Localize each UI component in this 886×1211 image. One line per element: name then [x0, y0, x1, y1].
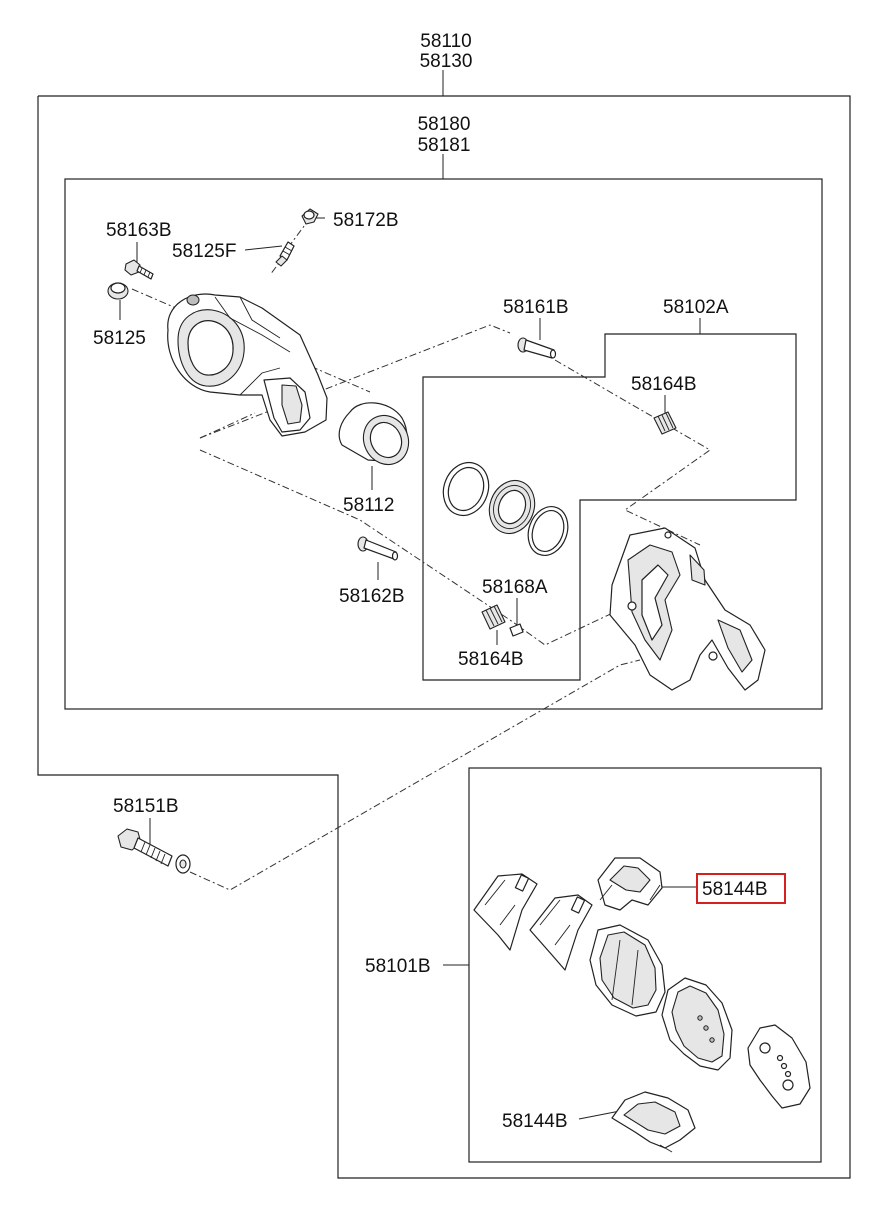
bolt-58163B-part — [124, 259, 154, 280]
cap-58125-part — [107, 282, 129, 300]
guide-pin-58162B-part — [357, 536, 399, 561]
bleeder-58125F-part — [275, 241, 295, 267]
label-58172B: 58172B — [333, 210, 399, 231]
main-assembly-frame — [37, 95, 851, 1179]
highlight-box-58144B — [696, 873, 786, 904]
label-58151B: 58151B — [113, 796, 179, 817]
label-58163B: 58163B — [106, 220, 172, 241]
label-58101B: 58101B — [365, 956, 431, 977]
brake-pad-outer-part — [661, 977, 733, 1071]
cap-58172B-part — [301, 208, 319, 225]
label-58125: 58125 — [93, 328, 146, 349]
bolt-58151B-part — [117, 828, 191, 874]
pad-shim-2-part — [529, 894, 593, 971]
piston-58112-part — [338, 402, 410, 466]
label-58130: 58130 — [420, 51, 473, 72]
label-58110: 58110 — [420, 31, 471, 52]
caliper-housing-part — [167, 293, 328, 437]
pad-shim-1-part — [473, 873, 538, 951]
pad-clip-58144B-bottom-part — [611, 1091, 696, 1153]
label-58144B-bottom: 58144B — [502, 1111, 568, 1132]
seal-kit-frame — [422, 333, 797, 681]
seal-ring-small-part — [527, 506, 569, 556]
part-labels: 58110 58130 58180 58181 58163B 58172B 58… — [93, 31, 786, 1132]
boot-58164B-top-part — [653, 411, 677, 435]
frames — [37, 95, 851, 1179]
dust-boot-part — [488, 479, 536, 535]
label-58162B: 58162B — [339, 586, 405, 607]
seal-ring-large-part — [442, 461, 490, 517]
label-58168A: 58168A — [482, 577, 548, 598]
caliper-carrier-part — [609, 527, 766, 691]
pad-clip-58144B-top-part — [597, 857, 663, 911]
label-58164B-top: 58164B — [631, 374, 697, 395]
label-58144B-top: 58144B — [702, 879, 768, 900]
label-58102A: 58102A — [663, 297, 729, 318]
leader-lines — [119, 70, 701, 1120]
label-58125F: 58125F — [172, 241, 236, 262]
backing-shim-part — [747, 1024, 811, 1109]
guide-pin-58161B-part — [517, 337, 557, 359]
label-58164B-bottom: 58164B — [458, 649, 524, 670]
label-58180: 58180 — [418, 114, 471, 135]
label-58112: 58112 — [343, 495, 394, 516]
bushing-58168A-part — [509, 623, 524, 637]
label-58161B: 58161B — [503, 297, 569, 318]
brake-pad-inner-part — [589, 924, 666, 1017]
label-58181: 58181 — [418, 135, 471, 156]
boot-58164B-bottom-part — [481, 604, 506, 630]
